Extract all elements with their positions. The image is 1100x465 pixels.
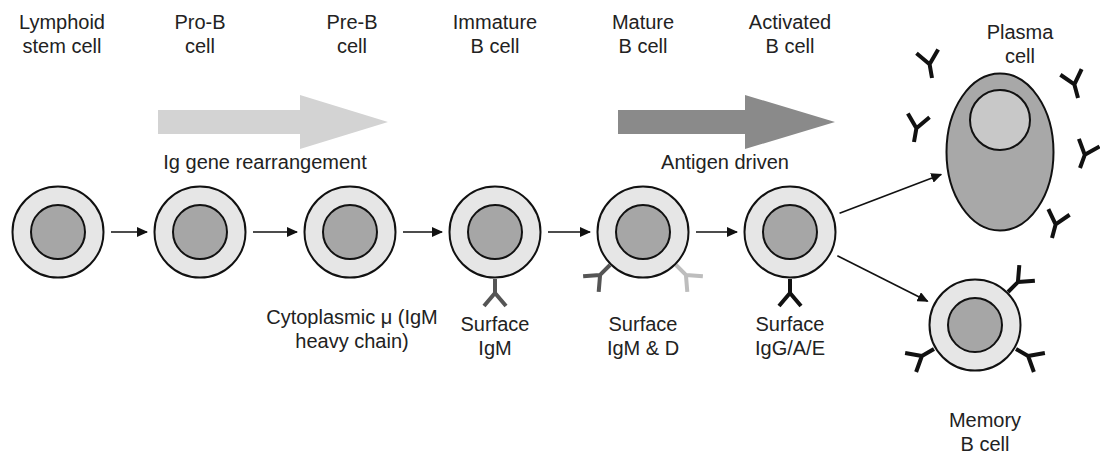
process-arrow [158, 95, 388, 149]
cell-outline [743, 185, 837, 279]
b-cell: Activated B cellSurface IgG/A/E [743, 185, 837, 279]
cell-name: Pre-B cell [317, 10, 387, 58]
cell-name: Pro-B cell [165, 10, 235, 58]
cell-name: Plasma cell [980, 20, 1060, 68]
b-cell: Lymphoid stem cell [11, 185, 105, 279]
flow-arrow [548, 231, 590, 233]
cell-name: Activated B cell [742, 10, 838, 58]
antibody-symbols [484, 50, 1100, 373]
cell-outline [153, 185, 247, 279]
marker-label: Surface IgG/A/E [740, 312, 840, 360]
flow-arrow [837, 256, 927, 301]
b-cell: Immature B cellSurface IgM [448, 185, 542, 279]
plasma-cell: Plasma cell [945, 72, 1055, 232]
cell-outline [11, 185, 105, 279]
marker-label: Cytoplasmic μ (IgM heavy chain) [265, 305, 440, 353]
process-arrow [618, 95, 835, 149]
cell-name: Lymphoid stem cell [15, 10, 110, 58]
flow-arrow [253, 231, 297, 233]
b-cell: Pre-B cellCytoplasmic μ (IgM heavy chain… [303, 185, 397, 279]
cell-outline [945, 72, 1055, 232]
flow-arrow [111, 231, 147, 233]
marker-label: Surface IgM [454, 312, 536, 360]
cell-outline [303, 185, 397, 279]
b-cell: Pro-B cell [153, 185, 247, 279]
marker-label: Surface IgM & D [593, 312, 693, 360]
flow-arrow [403, 231, 442, 233]
flow-arrow [696, 231, 737, 233]
cell-name: Immature B cell [447, 10, 543, 58]
cell-name: Memory B cell [942, 408, 1028, 456]
b-cell: Mature B cellSurface IgM & D [596, 185, 690, 279]
cell-outline [928, 278, 1022, 372]
cell-outline [448, 185, 542, 279]
process-label: Antigen driven [661, 150, 789, 174]
cell-name: Mature B cell [603, 10, 683, 58]
b-cell: Memory B cell [928, 278, 1022, 372]
flow-arrow [840, 174, 942, 213]
process-label: Ig gene rearrangement [163, 150, 366, 174]
cell-outline [596, 185, 690, 279]
